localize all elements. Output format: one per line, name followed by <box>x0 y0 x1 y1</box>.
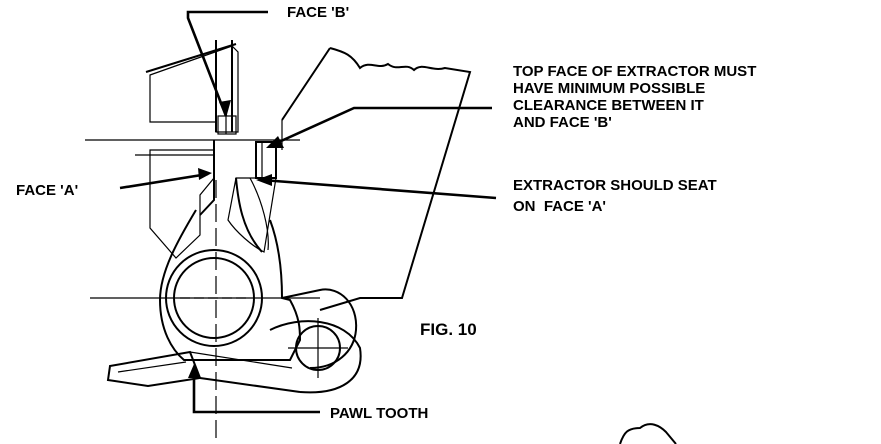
pivot-pin <box>165 249 263 347</box>
note-top-face-line-4: AND FACE 'B' <box>513 114 612 131</box>
pawl-body <box>158 177 358 369</box>
note-seat-line-2: ON FACE 'A' <box>513 198 606 215</box>
note-seat-line-1: EXTRACTOR SHOULD SEAT <box>513 177 717 194</box>
leader-face-b <box>186 10 268 118</box>
note-seat: EXTRACTOR SHOULD SEAT ON FACE 'A' <box>513 177 717 215</box>
note-top-face-line-2: HAVE MINIMUM POSSIBLE <box>513 80 705 97</box>
label-face-b: FACE 'B' <box>287 4 349 21</box>
leader-top-face <box>266 106 492 148</box>
extractor <box>227 141 277 253</box>
note-top-face-line-1: TOP FACE OF EXTRACTOR MUST <box>513 63 756 80</box>
leader-pawl-tooth <box>188 364 320 414</box>
leader-face-a <box>119 168 212 190</box>
label-face-a: FACE 'A' <box>16 182 78 199</box>
label-pawl-tooth: PAWL TOOTH <box>330 405 428 422</box>
note-top-face-line-3: CLEARANCE BETWEEN IT <box>513 97 704 114</box>
bottom-fragment <box>619 423 677 444</box>
face-b-slot <box>217 115 237 135</box>
figure-label: FIG. 10 <box>420 320 477 339</box>
lever-body <box>281 47 472 311</box>
secondary-pin <box>269 318 362 394</box>
lower-housing-block <box>149 140 215 259</box>
upper-housing-block <box>145 40 239 133</box>
reference-lines <box>85 139 320 444</box>
pawl-tooth-arm <box>106 350 301 393</box>
note-top-face: TOP FACE OF EXTRACTOR MUST HAVE MINIMUM … <box>513 63 756 131</box>
leader-seat <box>256 174 497 200</box>
